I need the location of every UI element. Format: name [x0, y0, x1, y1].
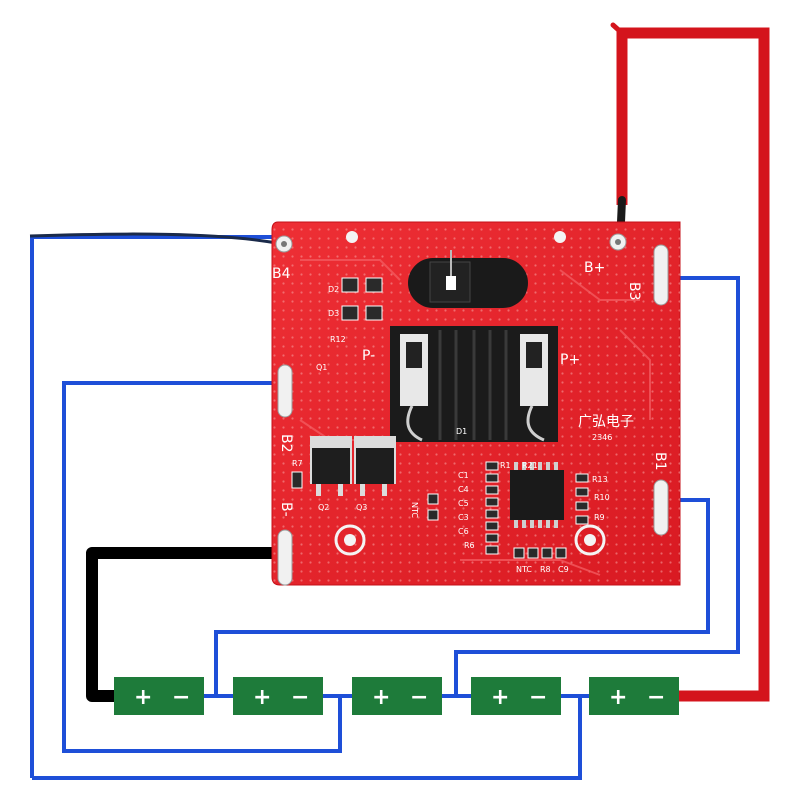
label-d1: D1 [456, 427, 467, 436]
cell-5-minus: − [647, 685, 665, 710]
battery-cell-2: + − [233, 677, 323, 715]
label-b-plus: B+ [584, 260, 605, 276]
battery-cell-5: + − [589, 677, 679, 715]
heatsink [390, 326, 558, 442]
label-r10: R10 [594, 493, 610, 502]
label-c5: C5 [458, 499, 469, 508]
cell-1-plus: + [134, 685, 152, 710]
label-b2: B2 [278, 434, 294, 453]
battery-cells: + − + − + − + − + − [114, 677, 679, 715]
label-d3: D3 [328, 309, 339, 318]
ic-chip [510, 462, 564, 528]
label-b1: B1 [652, 452, 668, 471]
label-r7: R7 [292, 459, 303, 468]
label-q3: Q3 [356, 503, 367, 512]
label-c6: C6 [458, 527, 469, 536]
label-c3: C3 [458, 513, 469, 522]
battery-cell-1: + − [114, 677, 204, 715]
smd-components [291, 277, 589, 559]
mounting-holes [334, 524, 606, 556]
label-r9: R9 [594, 513, 605, 522]
charge-connector [408, 250, 528, 308]
label-r13: R13 [592, 475, 608, 484]
label-c4: C4 [458, 485, 469, 494]
label-c9: C9 [558, 565, 569, 574]
mosfets [310, 436, 396, 496]
label-r21: R21 [522, 461, 538, 470]
cell-2-minus: − [291, 685, 309, 710]
pad-b2 [277, 364, 293, 418]
cell-5-plus: + [609, 685, 627, 710]
label-p-minus: P- [362, 348, 375, 364]
pad-b1 [653, 479, 669, 536]
label-q1: Q1 [316, 363, 327, 372]
sense-wires [30, 235, 740, 780]
label-b-minus: B- [278, 502, 294, 517]
wire-b-minus [86, 547, 290, 702]
label-q2: Q2 [318, 503, 329, 512]
cell-1-minus: − [172, 685, 190, 710]
pad-slots [275, 231, 669, 586]
label-r12: R12 [330, 335, 346, 344]
label-p-plus: P+ [560, 352, 580, 368]
label-c1: C1 [458, 471, 469, 480]
label-r1: R1 [500, 461, 511, 470]
label-ntc2: NTC [516, 565, 532, 574]
battery-cell-4: + − [471, 677, 561, 715]
cell-4-minus: − [529, 685, 547, 710]
cell-3-plus: + [372, 685, 390, 710]
pcb-board: B4 B+ B3 B2 B1 B- P- P+ 广弘电子 2346 NTC D2… [271, 221, 681, 586]
cell-4-plus: + [491, 685, 509, 710]
label-ntc: NTC [410, 502, 419, 518]
label-b3: B3 [626, 282, 642, 301]
label-d2: D2 [328, 285, 339, 294]
cell-2-plus: + [253, 685, 271, 710]
pad-b-minus [277, 529, 293, 586]
battery-cell-3: + − [352, 677, 442, 715]
b4-lead [29, 232, 283, 246]
label-brand: 广弘电子 [578, 414, 634, 430]
pad-b3 [653, 244, 669, 306]
label-code: 2346 [592, 433, 612, 442]
label-r6: R6 [464, 541, 475, 550]
label-r8: R8 [540, 565, 551, 574]
cell-3-minus: − [410, 685, 428, 710]
label-b4: B4 [272, 266, 291, 282]
